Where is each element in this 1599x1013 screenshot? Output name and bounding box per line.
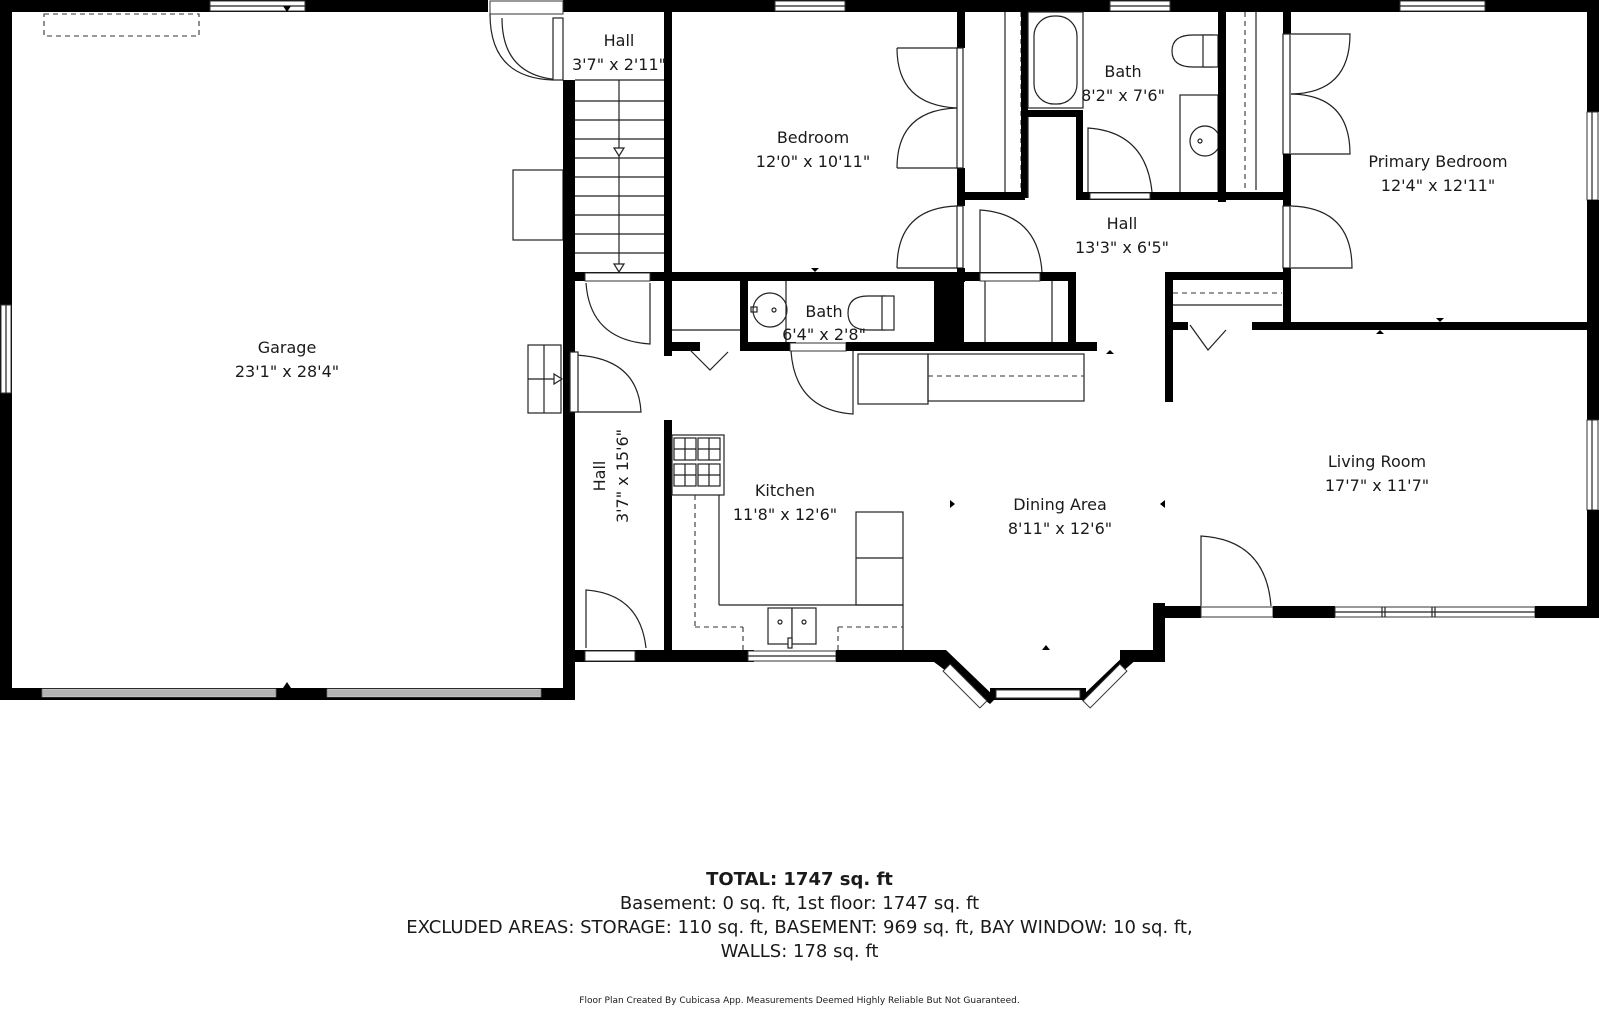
room-name-living-room: Living Room: [1328, 452, 1426, 471]
room-name-garage: Garage: [258, 338, 317, 357]
window-icon: [1082, 663, 1128, 709]
room-name-bedroom: Bedroom: [777, 128, 849, 147]
stairs-arrow-icon: [612, 263, 626, 274]
door-swing-icon: [1087, 127, 1153, 193]
bathtub-icon: [1027, 11, 1084, 109]
door-swing-icon: [585, 282, 651, 345]
room-name-dining-area: Dining Area: [1013, 495, 1107, 514]
bedroom-area: Bedroom 12'0" x 10'11": [664, 0, 1022, 282]
primary-bedroom-area: Primary Bedroom 12'4" x 12'11": [1244, 0, 1599, 420]
room-name-bath-half: Bath: [805, 302, 842, 321]
window-icon: [995, 689, 1081, 699]
room-name-kitchen: Kitchen: [755, 481, 815, 500]
dining-area: Dining Area 8'11" x 12'6": [934, 495, 1165, 709]
room-dims-living-room: 17'7" x 11'7": [1325, 476, 1429, 495]
room-dims-hall-side: 3'7" x 15'6": [613, 429, 632, 523]
door-swing-icon: [585, 589, 647, 649]
door-swing-icon: [1290, 33, 1351, 95]
floor-breakdown: Basement: 0 sq. ft, 1st floor: 1747 sq. …: [619, 893, 980, 914]
door-swing-icon: [1290, 93, 1351, 155]
closet-door-icon: [1189, 324, 1227, 351]
toilet-icon: [847, 295, 895, 331]
room-name-primary-bedroom: Primary Bedroom: [1368, 152, 1507, 171]
double-sink-icon: [767, 607, 817, 649]
sink-icon: [752, 292, 788, 328]
bath-main-area: Bath 8'2" x 7'6": [1021, 0, 1286, 202]
stairs-arrow-icon: [612, 147, 626, 158]
door-swing-icon: [1290, 205, 1353, 269]
room-name-hall-side: Hall: [590, 461, 609, 492]
stove-icon: [671, 434, 725, 496]
room-dims-bedroom: 12'0" x 10'11": [756, 152, 870, 171]
door-swing-icon: [896, 47, 958, 109]
room-name-hall-center: Hall: [1107, 214, 1138, 233]
hall-side-area: Hall 3'7" x 15'6": [569, 272, 675, 662]
door-swing-icon: [896, 107, 958, 169]
room-dims-primary-bedroom: 12'4" x 12'11": [1381, 176, 1495, 195]
hall-center-area: Hall 13'3" x 6'5": [934, 192, 1290, 402]
kitchen-area: Kitchen 11'8" x 12'6": [664, 434, 946, 662]
room-dims-hall-top: 3'7" x 2'11": [572, 55, 666, 74]
closet-door-icon: [689, 349, 729, 371]
room-dims-garage: 23'1" x 28'4": [235, 362, 339, 381]
door-swing-icon: [574, 354, 642, 413]
room-name-hall-top: Hall: [604, 31, 635, 50]
toilet-icon: [1171, 34, 1219, 68]
door-swing-icon: [790, 350, 854, 415]
door-swing-icon: [1200, 535, 1272, 607]
living-room-area: Living Room 17'7" x 11'7": [1153, 330, 1599, 618]
room-dims-kitchen: 11'8" x 12'6": [733, 505, 837, 524]
room-dims-hall-center: 13'3" x 6'5": [1075, 238, 1169, 257]
measurement-markers: [283, 6, 1444, 688]
door-swing-icon: [896, 205, 958, 269]
window-icon: [942, 663, 988, 709]
room-dims-bath-half: 6'4" x 2'8": [782, 325, 866, 344]
area-summary: TOTAL: 1747 sq. ft Basement: 0 sq. ft, 1…: [0, 868, 1599, 964]
garage-door-icon: [41, 688, 542, 698]
step-icon: [527, 344, 564, 414]
total-area: TOTAL: 1747 sq. ft: [706, 869, 893, 890]
door-swing-icon: [489, 13, 554, 81]
doorway: [489, 0, 564, 15]
room-name-bath-main: Bath: [1104, 62, 1141, 81]
room-dims-dining-area: 8'11" x 12'6": [1008, 519, 1112, 538]
window-icon: [1334, 606, 1536, 618]
floor-plan: Garage 23'1" x 28'4": [0, 0, 1599, 709]
excluded-areas: EXCLUDED AREAS: STORAGE: 110 sq. ft, BAS…: [406, 917, 1193, 938]
disclaimer: Floor Plan Created By Cubicasa App. Meas…: [579, 996, 1020, 1006]
room-dims-bath-main: 8'2" x 7'6": [1081, 86, 1165, 105]
bath-half-area: Bath 6'4" x 2'8": [664, 272, 1085, 415]
stairs-icon: [575, 79, 664, 274]
garage-area: Garage 23'1" x 28'4": [0, 0, 575, 700]
door-swing-icon: [979, 209, 1043, 273]
storage-outline: [43, 13, 200, 37]
sink-icon: [1189, 125, 1221, 157]
shelf-icon: [512, 169, 564, 241]
walls-area: WALLS: 178 sq. ft: [720, 941, 879, 962]
